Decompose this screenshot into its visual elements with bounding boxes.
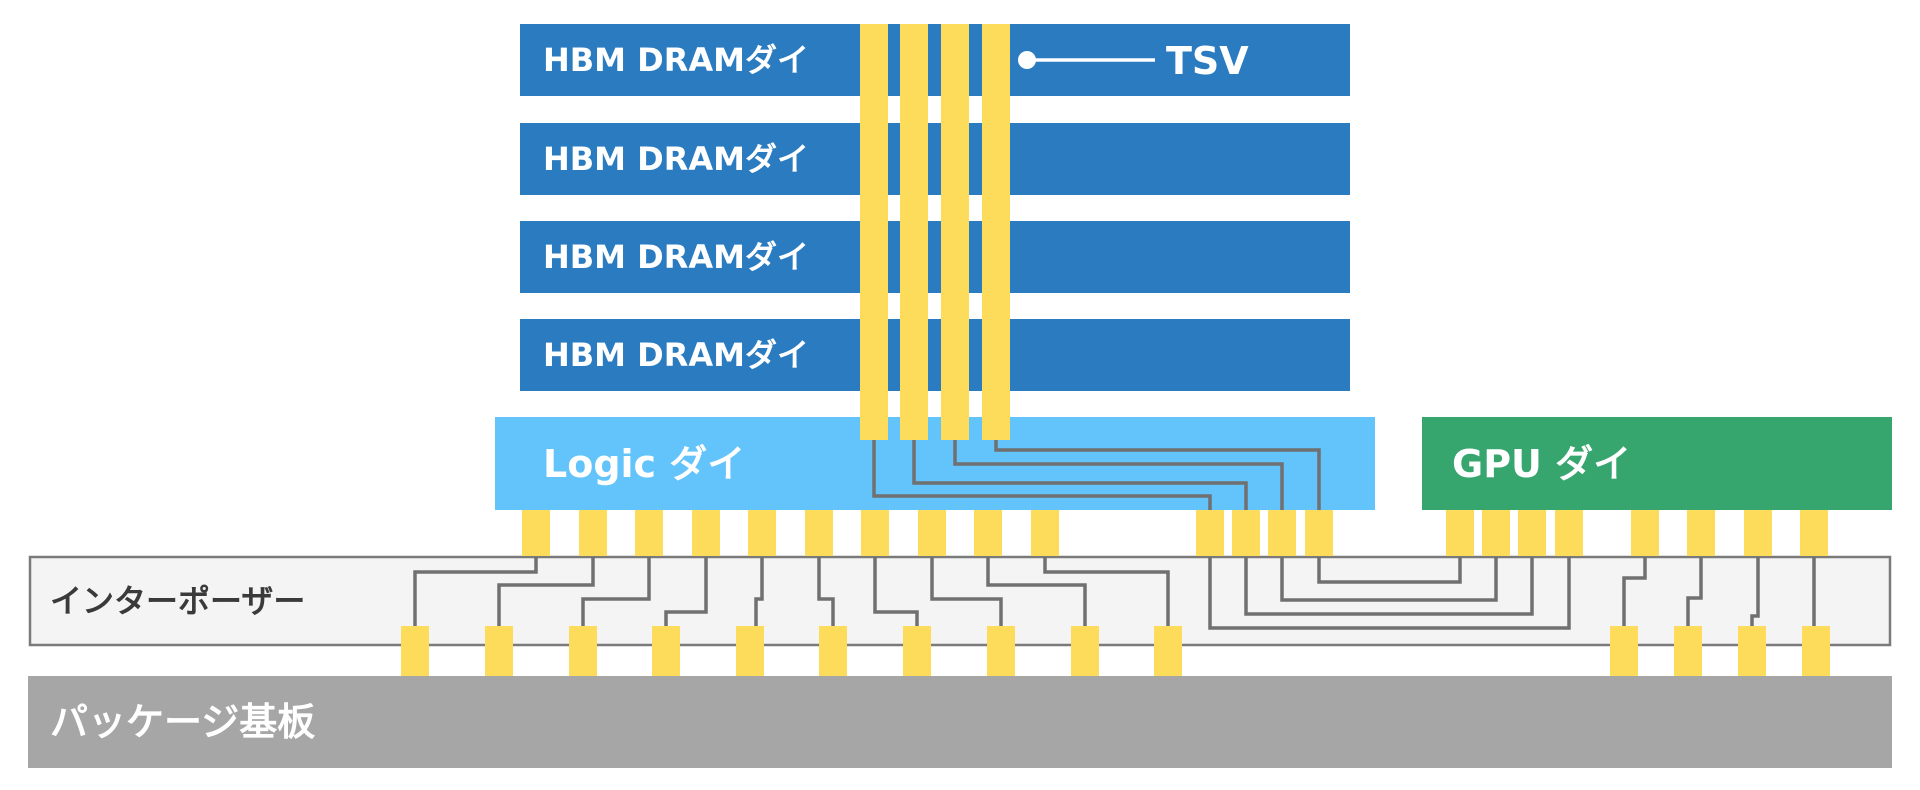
interposer-bump-9: [1071, 626, 1099, 676]
hbm-dram-die-3: [520, 221, 1350, 293]
gpu-microbump-7: [1744, 510, 1772, 556]
microbump-array: [522, 510, 1828, 556]
gpu-microbump-4: [1555, 510, 1583, 556]
logic-microbump-13: [1268, 510, 1296, 556]
interposer-bump-14: [1802, 626, 1830, 676]
gpu-die-label: GPU ダイ: [1452, 442, 1631, 486]
gpu-microbump-1: [1446, 510, 1474, 556]
logic-microbump-10: [1031, 510, 1059, 556]
logic-microbump-9: [974, 510, 1002, 556]
tsv-column-2: [900, 24, 928, 440]
interposer-wire-11: [1208, 557, 1571, 630]
interposer-bump-8: [987, 626, 1015, 676]
interposer-wire-9: [986, 557, 1087, 626]
interposer-bump-2: [485, 626, 513, 676]
hbm-dram-die-label-4: HBM DRAMダイ: [543, 336, 809, 374]
interposer-wire-1: [413, 557, 538, 626]
logic-microbump-3: [635, 510, 663, 556]
package-substrate: [28, 676, 1892, 768]
logic-microbump-1: [522, 510, 550, 556]
interposer-bump-12: [1674, 626, 1702, 676]
logic-die-wiring: [872, 440, 1321, 510]
hbm-dram-die-1: [520, 24, 1350, 96]
interposer-label: インターポーザー: [50, 582, 305, 620]
tsv-columns: [860, 24, 1010, 440]
gpu-microbump-2: [1482, 510, 1510, 556]
interposer-bump-11: [1610, 626, 1638, 676]
interposer-wire-8: [930, 557, 1003, 626]
interposer-bump-3: [569, 626, 597, 676]
interposer-wire-6: [817, 557, 835, 626]
interposer-wiring: [413, 557, 1816, 630]
logic-die-label: Logic ダイ: [543, 442, 745, 486]
interposer-bump-6: [819, 626, 847, 676]
gpu-microbump-6: [1687, 510, 1715, 556]
gpu-die: [1422, 417, 1892, 510]
tsv-column-4: [982, 24, 1010, 440]
logic-microbump-14: [1305, 510, 1333, 556]
logic-wire-1: [872, 440, 1212, 510]
gpu-microbump-5: [1631, 510, 1659, 556]
interposer-wire-5: [754, 557, 764, 626]
logic-microbump-11: [1196, 510, 1224, 556]
interposer-wire-17: [1750, 557, 1760, 626]
tsv-column-1: [860, 24, 888, 440]
interposer-wire-10: [1043, 557, 1170, 626]
logic-microbump-7: [861, 510, 889, 556]
interposer-wire-14: [1317, 557, 1462, 584]
logic-wire-4: [994, 440, 1321, 510]
logic-microbump-5: [748, 510, 776, 556]
interposer-wire-3: [581, 557, 651, 626]
gpu-microbump-8: [1800, 510, 1828, 556]
interposer-bump-array: [401, 626, 1830, 676]
hbm-dram-die-label-3: HBM DRAMダイ: [543, 238, 809, 276]
hbm-dram-die-label-2: HBM DRAMダイ: [543, 140, 809, 178]
interposer-bump-4: [652, 626, 680, 676]
interposer: [28, 555, 1892, 647]
interposer-bump-13: [1738, 626, 1766, 676]
hbm-dram-die-4: [520, 319, 1350, 391]
hbm-dram-die-label-1: HBM DRAMダイ: [543, 41, 809, 79]
logic-wire-2: [912, 440, 1248, 510]
interposer-wire-13: [1280, 557, 1498, 602]
tsv-column-3: [941, 24, 969, 440]
interposer-bump-10: [1154, 626, 1182, 676]
hbm-dram-die-2: [520, 123, 1350, 195]
logic-microbump-12: [1232, 510, 1260, 556]
interposer-wire-16: [1686, 557, 1703, 626]
interposer-bump-5: [736, 626, 764, 676]
package-substrate-label: パッケージ基板: [50, 700, 315, 744]
logic-microbump-8: [918, 510, 946, 556]
interposer-wire-4: [664, 557, 708, 626]
interposer-bump-1: [401, 626, 429, 676]
tsv-callout: TSV: [1018, 39, 1249, 83]
interposer-wire-12: [1244, 557, 1534, 616]
interposer-wire-15: [1622, 557, 1647, 626]
logic-microbump-6: [805, 510, 833, 556]
logic-microbump-4: [692, 510, 720, 556]
hbm-dram-stack: HBM DRAMダイ HBM DRAMダイ HBM DRAMダイ HBM DRA…: [520, 24, 1350, 391]
interposer-wire-2: [497, 557, 595, 626]
interposer-wire-7: [873, 557, 919, 626]
gpu-microbump-3: [1518, 510, 1546, 556]
tsv-label: TSV: [1166, 39, 1249, 83]
logic-microbump-2: [579, 510, 607, 556]
interposer-bump-7: [903, 626, 931, 676]
logic-wire-3: [953, 440, 1284, 510]
